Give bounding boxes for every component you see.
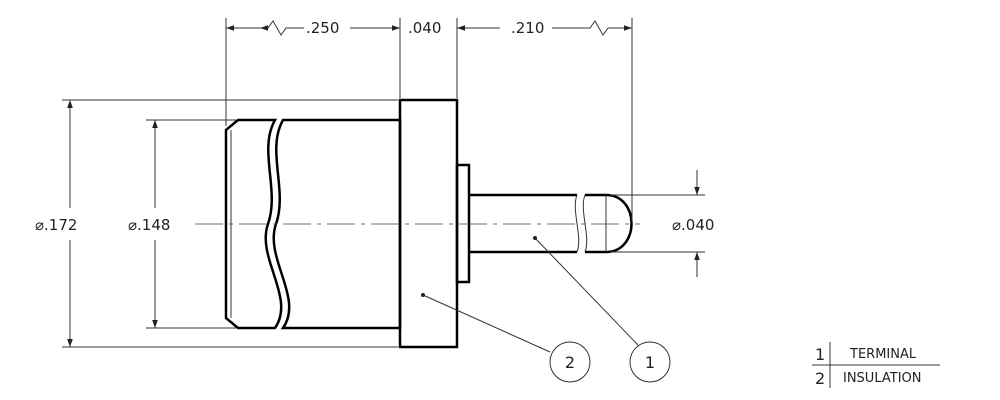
balloon-1-number: 1 [645,353,655,372]
dim-length-body: .250 [226,19,400,37]
terminal-shoulder [455,163,471,284]
dim-label-250: .250 [306,19,339,37]
dim-dia-pin: ⌀.040 [672,170,714,277]
parts-table-item-1: 1 [815,345,825,364]
dim-label-dia-172: ⌀.172 [35,216,77,234]
pin-tip [585,193,633,254]
body-right-segment [272,118,402,330]
body-left-segment [224,118,283,330]
dim-label-040-length: .040 [408,19,441,37]
parts-table-name-1: TERMINAL [849,347,917,362]
dim-dia-flange: ⌀.172 [35,100,77,347]
parts-table-name-2: INSULATION [843,371,921,386]
balloon-2: 2 [421,293,591,383]
pin-segment [469,193,577,254]
balloon-2-number: 2 [565,353,575,372]
balloon-1: 1 [533,236,671,383]
flange [398,98,459,349]
dim-label-dia-040: ⌀.040 [672,216,714,234]
dim-label-dia-148: ⌀.148 [128,216,170,234]
part-outline [195,98,640,349]
parts-table: 1 TERMINAL 2 INSULATION [812,342,940,388]
dim-dia-body: ⌀.148 [128,120,170,328]
dim-length-pin: .210 [457,19,632,37]
parts-table-item-2: 2 [815,369,825,388]
dim-length-flange: .040 [408,19,441,37]
extension-lines [62,18,705,348]
dim-label-210: .210 [511,19,544,37]
